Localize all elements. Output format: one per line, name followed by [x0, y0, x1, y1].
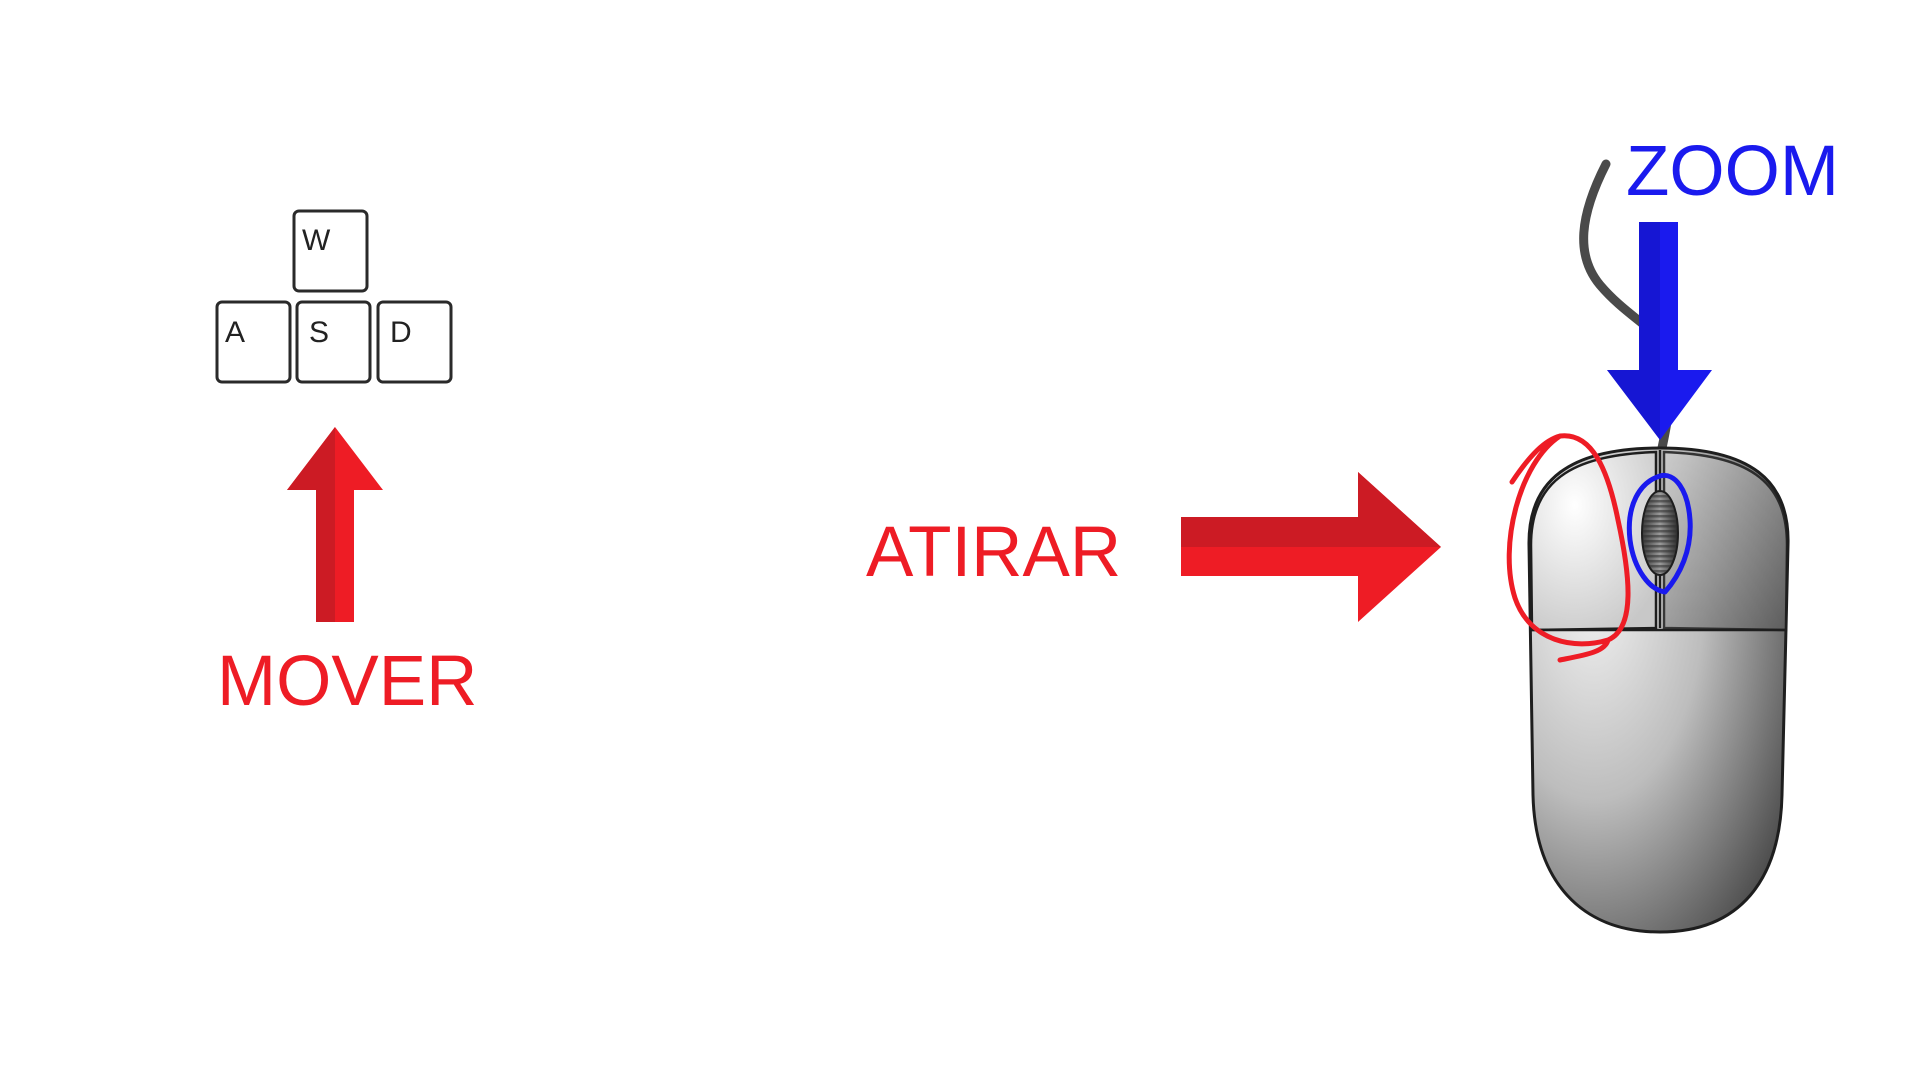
zoom-label: ZOOM	[1626, 132, 1839, 211]
mouse-left-button	[1529, 450, 1658, 632]
key-w: W	[292, 209, 369, 293]
move-arrow-icon	[287, 427, 383, 622]
mouse-right-button	[1662, 450, 1789, 632]
mouse-scroll-wheel	[1641, 490, 1679, 576]
key-s: S	[295, 300, 372, 384]
zoom-arrow-icon	[1607, 222, 1712, 440]
shoot-label: ATIRAR	[866, 513, 1121, 592]
key-w-label: W	[302, 224, 331, 257]
key-a: A	[215, 300, 292, 384]
move-label: MOVER	[217, 642, 477, 721]
computer-mouse-icon	[1527, 446, 1790, 934]
wasd-keys-icon: W A S D	[215, 209, 453, 384]
key-d: D	[376, 300, 453, 384]
left-button-highlight-circle	[1506, 433, 1631, 663]
key-d-label: D	[390, 316, 412, 349]
shoot-arrow-icon	[1181, 472, 1441, 622]
scroll-wheel-highlight-circle	[1626, 472, 1693, 595]
key-a-label: A	[225, 316, 245, 349]
key-s-label: S	[309, 316, 329, 349]
